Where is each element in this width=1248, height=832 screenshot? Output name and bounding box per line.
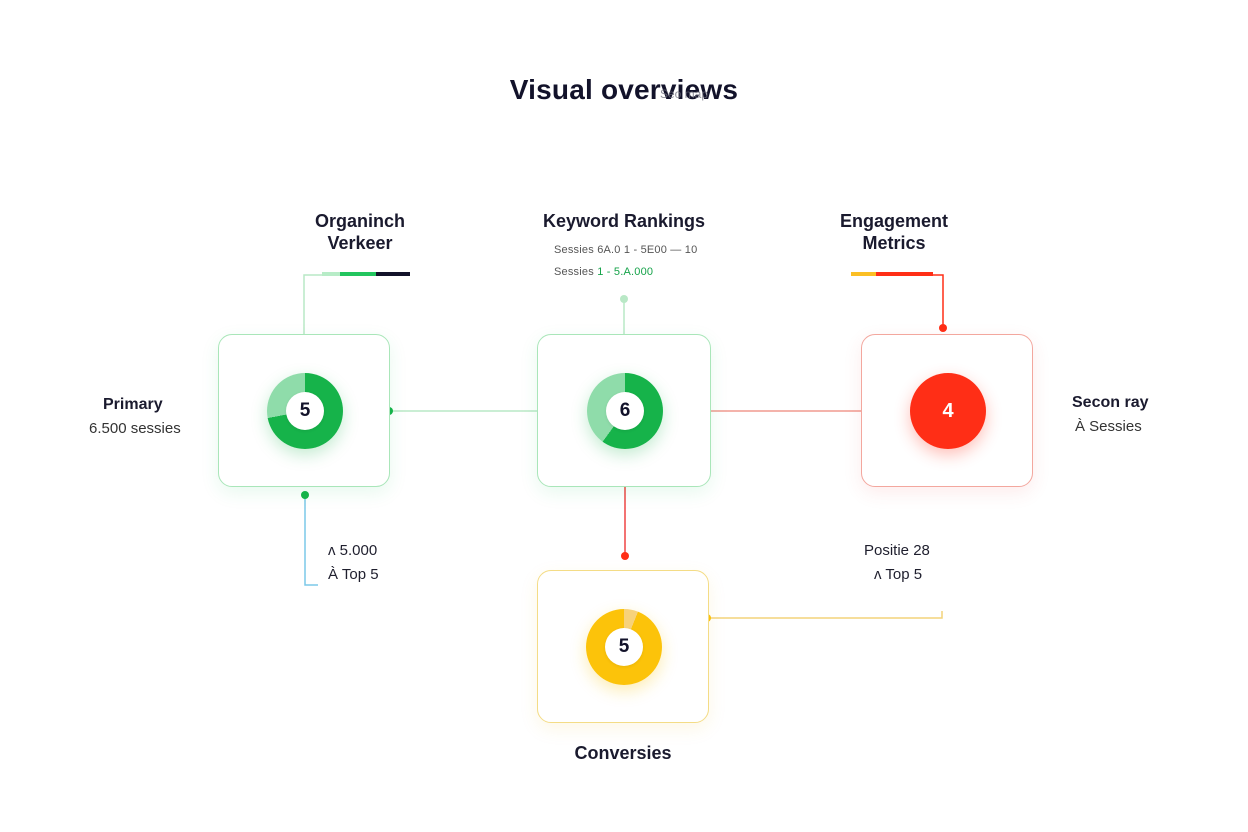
- keyword-card[interactable]: 6: [537, 334, 711, 487]
- organic-stat-2: À Top 5: [328, 566, 379, 583]
- organic-value: 5: [286, 392, 324, 430]
- organic-label: Organinch Verkeer: [300, 210, 420, 254]
- engagement-stat-1: Positie 28: [864, 542, 930, 559]
- engagement-top-dot: [939, 324, 947, 332]
- engagement-label: Engagement Metrics: [830, 210, 958, 254]
- organic-bottom-dot: [301, 491, 309, 499]
- engagement-value: 4: [942, 399, 954, 422]
- conversions-card[interactable]: 5: [537, 570, 709, 723]
- page-title-overlay: Seo map: [660, 87, 709, 101]
- engagement-label-line1: Engagement: [839, 211, 949, 231]
- organic-label-line2: Verkeer: [327, 233, 393, 253]
- organic-label-line1: Organinch: [314, 211, 405, 231]
- keyword-stat-1-value: 6A.0 1 - 5E00 — 10: [597, 244, 698, 256]
- keyword-donut: 6: [587, 373, 663, 449]
- keyword-stat-2-value: 1 - 5.A.000: [597, 266, 654, 278]
- conversions-label: Conversies: [574, 743, 672, 763]
- engagement-stat-2: ʌ Top 5: [874, 566, 923, 583]
- keyword-stat-1: Sessies 6A.0 1 - 5E00 — 10: [554, 244, 714, 256]
- conversions-value: 5: [605, 628, 643, 666]
- keyword-value: 6: [606, 392, 644, 430]
- organic-bottom-connector: [304, 495, 318, 586]
- primary-sub: 6.500 sessies: [89, 420, 181, 437]
- organic-stat-1: ʌ 5.000: [328, 542, 378, 559]
- conversions-top-dot: [621, 552, 629, 560]
- keyword-stat-2-prefix: Sessies: [554, 266, 594, 278]
- engagement-donut: 4: [910, 373, 986, 449]
- conversions-right-connector: [707, 611, 943, 619]
- engagement-top-connector: [933, 274, 944, 328]
- organic-top-connector: [303, 274, 322, 334]
- primary-title: Primary: [103, 396, 163, 413]
- engagement-label-line2: Metrics: [862, 233, 926, 253]
- engagement-card[interactable]: 4: [861, 334, 1033, 487]
- secondary-sub: À Sessies: [1075, 418, 1142, 435]
- organic-card[interactable]: 5: [218, 334, 390, 487]
- page-title: Visual overviews: [509, 74, 739, 105]
- organic-donut: 5: [267, 373, 343, 449]
- keyword-label: Keyword Rankings: [542, 211, 706, 231]
- keyword-stat-1-prefix: Sessies: [554, 244, 594, 256]
- conversions-donut: 5: [586, 609, 662, 685]
- keyword-top-dot: [620, 295, 628, 303]
- keyword-stat-2: Sessies 1 - 5.A.000: [554, 266, 714, 278]
- secondary-title: Secon ray: [1072, 394, 1149, 411]
